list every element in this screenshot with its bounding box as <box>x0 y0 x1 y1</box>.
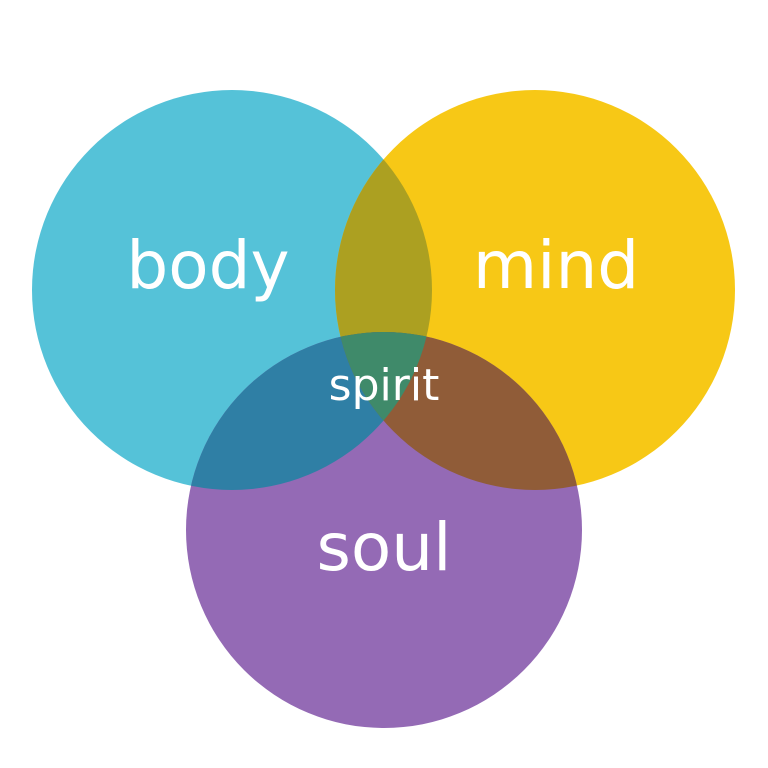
label-mind: mind <box>473 227 639 304</box>
label-body: body <box>126 227 289 304</box>
overlap-body-soul <box>186 332 432 490</box>
label-spirit: spirit <box>329 360 440 411</box>
overlap-mind-soul <box>335 332 582 490</box>
label-soul: soul <box>317 509 452 586</box>
